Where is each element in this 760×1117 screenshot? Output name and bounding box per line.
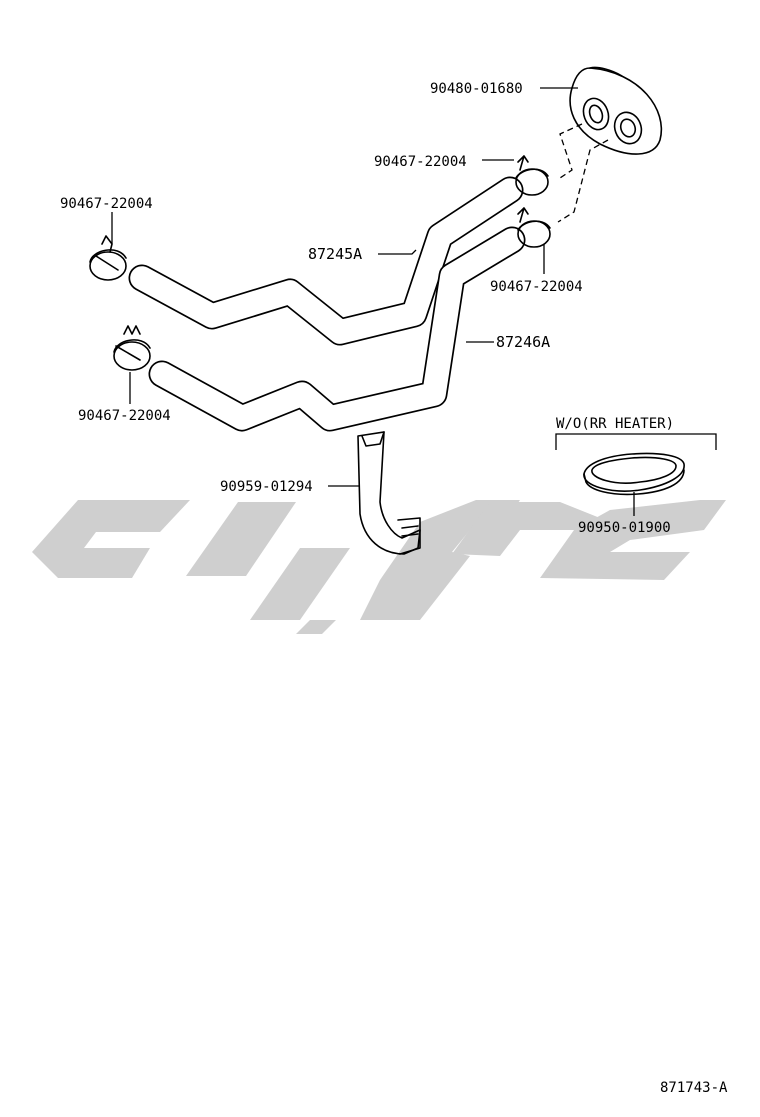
clamp-top-lower xyxy=(517,207,551,248)
clamp-top-upper xyxy=(515,155,549,196)
leader-lines xyxy=(111,87,635,516)
label-clip: 90959-01294 xyxy=(220,479,313,495)
part-labels: 90480-01680 90467-22004 90467-22004 9046… xyxy=(60,81,728,1096)
watermark-logo xyxy=(32,500,726,634)
clamp-left-upper xyxy=(89,235,127,281)
label-clamp-top-upper: 90467-22004 xyxy=(374,154,467,170)
label-clamp-left-upper: 90467-22004 xyxy=(60,196,153,212)
grommet-top xyxy=(557,66,663,223)
label-hose-lower: 87246A xyxy=(496,333,550,351)
option-bracket xyxy=(555,433,717,450)
label-hose-upper: 87245A xyxy=(308,245,362,263)
label-clamp-left-lower: 90467-22004 xyxy=(78,408,171,424)
grommet-plug xyxy=(583,452,685,496)
hose-clip xyxy=(357,431,421,555)
diagram-id: 871743-A xyxy=(660,1080,728,1096)
label-grommet-top: 90480-01680 xyxy=(430,81,523,97)
label-grommet-plug: 90950-01900 xyxy=(578,520,671,536)
hose-upper xyxy=(128,176,524,346)
label-clamp-top-lower: 90467-22004 xyxy=(490,279,583,295)
hose-lower xyxy=(148,226,526,432)
label-option: W/O(RR HEATER) xyxy=(556,416,674,432)
clamp-left-lower xyxy=(113,325,151,371)
